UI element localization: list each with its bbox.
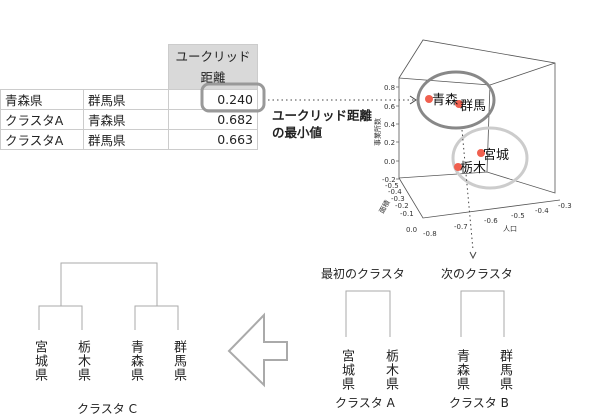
dotted-arrow (461, 129, 474, 251)
dendrogram-a (345, 290, 391, 337)
leaf-label: 栃木県 (75, 340, 90, 382)
cluster-b-label: クラスタ B (449, 396, 509, 410)
point-aomori (425, 95, 433, 103)
point-label: 宮城 (483, 147, 509, 163)
left-arrow-icon (227, 312, 288, 388)
leaf-label: 宮城県 (339, 349, 354, 391)
cluster-a-circle (451, 126, 529, 190)
point-gunma (455, 100, 463, 108)
cluster-a-label: クラスタ A (335, 396, 395, 410)
leaf-label: 栃木県 (383, 349, 398, 391)
point-miyagi (477, 149, 485, 157)
arrow-head-icon (409, 95, 417, 105)
x-tick: -0.4 (535, 207, 549, 215)
first-cluster-label: 最初のクラスタ (321, 267, 405, 281)
y-tick: -0.4 (388, 188, 402, 196)
next-cluster-label: 次のクラスタ (441, 267, 513, 281)
dendrogram-c (38, 262, 179, 330)
z-ticks (396, 86, 399, 180)
cluster-c-label: クラスタ C (77, 402, 137, 416)
dendrograms (38, 262, 505, 337)
cell: クラスタA (0, 109, 84, 130)
y-tick: -0.5 (385, 182, 399, 190)
y-tick: -0.1 (400, 210, 414, 218)
y-axis-label: 面積 (377, 198, 392, 215)
x-tick: -0.6 (484, 217, 498, 225)
leaf-label: 宮城県 (32, 340, 47, 382)
point-label: 群馬 (460, 99, 486, 114)
z-tick: -0.2 (382, 176, 396, 184)
leaf-label: 青森県 (454, 349, 469, 391)
cell: 0.240 (168, 89, 258, 110)
leaf-label: 青森県 (128, 340, 143, 382)
y-tick: 0.0 (406, 226, 417, 234)
distance-header: ユークリッド距離 (168, 44, 258, 90)
point-tochigi (454, 163, 462, 171)
x-axis-label: 人口 (503, 225, 517, 233)
arrow-head-icon (469, 251, 477, 260)
leaf-label: 群馬県 (171, 340, 186, 382)
x-tick: -0.7 (454, 223, 468, 231)
y-tick: -0.3 (391, 195, 405, 203)
z-tick: 0.4 (384, 121, 396, 129)
cell: 0.663 (168, 129, 258, 150)
point-label: 栃木 (460, 161, 486, 176)
x-tick: -0.5 (511, 212, 525, 220)
x-tick: -0.8 (423, 230, 437, 238)
highlight-box (200, 82, 266, 113)
point-label: 青森 (432, 93, 458, 108)
min-distance-annotation: ユークリッド距離の最小値 (272, 108, 373, 140)
dendrogram-b (460, 290, 505, 337)
x-tick: -0.3 (558, 202, 572, 210)
cluster-b-circle (416, 70, 496, 130)
z-tick: 0.2 (384, 139, 395, 147)
z-axis-label: 事業所数 (373, 118, 382, 146)
y-tick: -0.2 (395, 202, 409, 210)
leaf-label: 群馬県 (497, 349, 512, 391)
z-tick: 0.6 (384, 103, 396, 111)
z-tick: 0.8 (384, 84, 395, 92)
cell: クラスタA (0, 129, 84, 150)
cell: 群馬県 (83, 129, 169, 150)
z-tick: 0.0 (384, 158, 395, 166)
